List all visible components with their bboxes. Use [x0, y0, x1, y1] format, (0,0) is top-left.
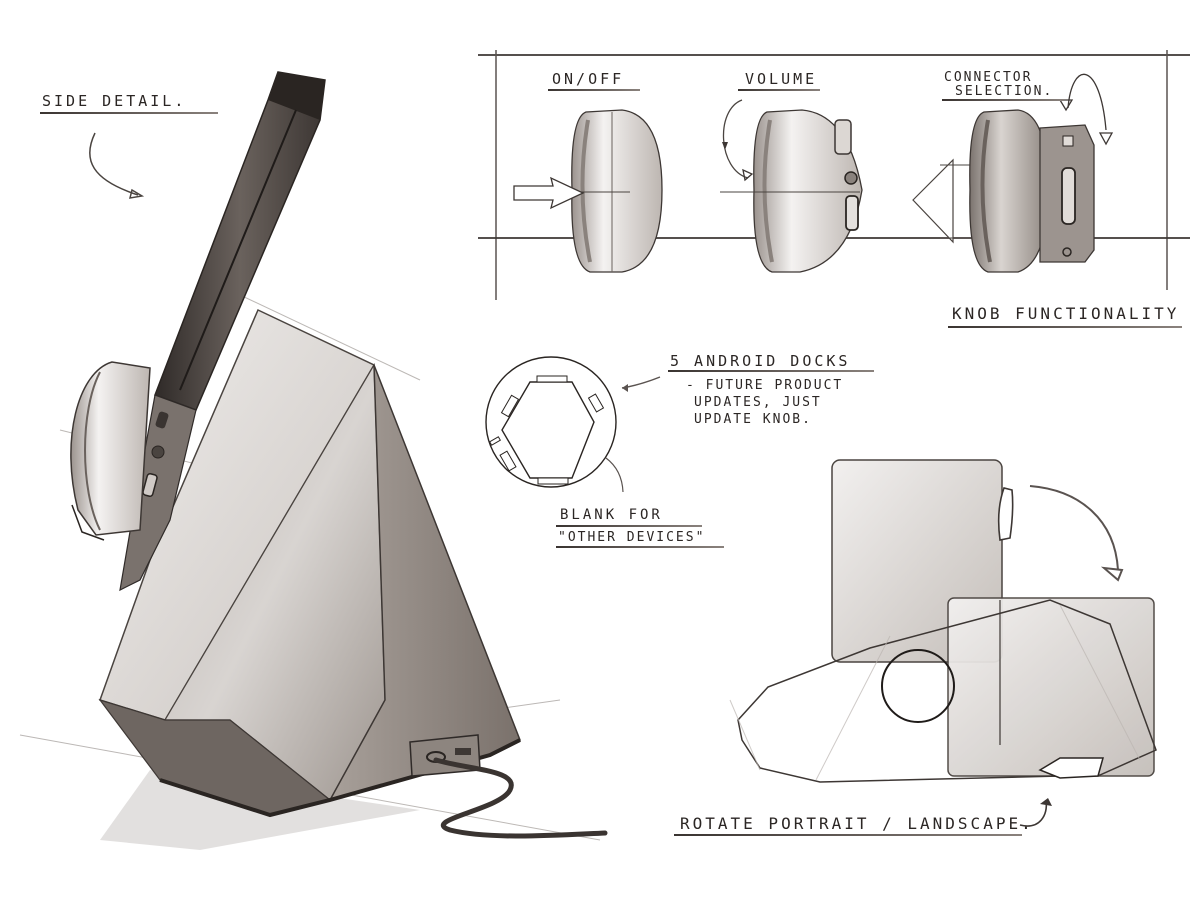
side-detail-dock-drawing	[19, 71, 608, 850]
knob-functionality-title: KNOB FUNCTIONALITY	[952, 304, 1180, 323]
docks-note-line-1: - FUTURE PRODUCT	[686, 378, 844, 393]
side-detail-label: SIDE DETAIL.	[42, 92, 187, 110]
blank-for-label: BLANK FOR	[560, 507, 663, 523]
android-docks-diagram	[485, 356, 661, 493]
blank-for-underline	[556, 525, 702, 527]
rotate-diagram	[729, 459, 1157, 827]
docks-note-line-3: UPDATE KNOB.	[694, 412, 812, 427]
volume-label: VOLUME	[745, 70, 818, 88]
android-docks-note: - FUTURE PRODUCT UPDATES, JUST UPDATE KN…	[686, 377, 843, 428]
knob-on-off-drawing	[513, 109, 663, 273]
connector-selection-label-line1: CONNECTOR	[944, 70, 1033, 85]
other-devices-underline	[556, 546, 724, 548]
on-off-underline	[548, 89, 640, 91]
rotate-underline	[674, 834, 1022, 836]
on-off-label: ON/OFF	[552, 70, 625, 88]
rotate-portrait-landscape-label: ROTATE PORTRAIT / LANDSCAPE.	[680, 814, 1034, 833]
side-detail-underline	[40, 112, 218, 114]
knob-volume-drawing	[720, 99, 863, 273]
volume-underline	[738, 89, 820, 91]
knob-connector-selection-drawing	[912, 73, 1114, 273]
android-docks-underline	[668, 370, 874, 372]
knob-functionality-underline	[948, 326, 1182, 328]
other-devices-label: "OTHER DEVICES"	[558, 530, 706, 545]
android-docks-title: 5 ANDROID DOCKS	[670, 352, 851, 370]
connector-selection-label-line2: SELECTION.	[955, 84, 1054, 99]
connector-selection-underline	[942, 99, 1064, 101]
knob-functionality-panel-drawing	[478, 50, 1190, 300]
docks-note-line-2: UPDATES, JUST	[694, 395, 822, 410]
